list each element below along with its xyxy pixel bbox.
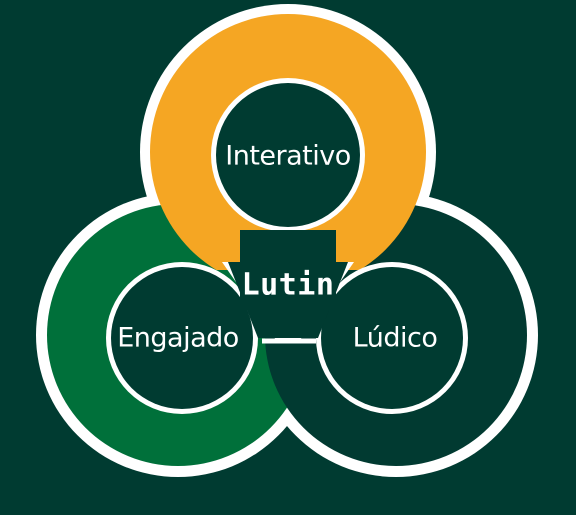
lobe-label-right: Lúdico xyxy=(352,322,438,354)
center-label: Lutin xyxy=(241,267,335,303)
center-hole xyxy=(111,83,463,409)
lobe-label-top: Interativo xyxy=(225,140,351,172)
lobe-label-left: Engajado xyxy=(117,322,239,354)
